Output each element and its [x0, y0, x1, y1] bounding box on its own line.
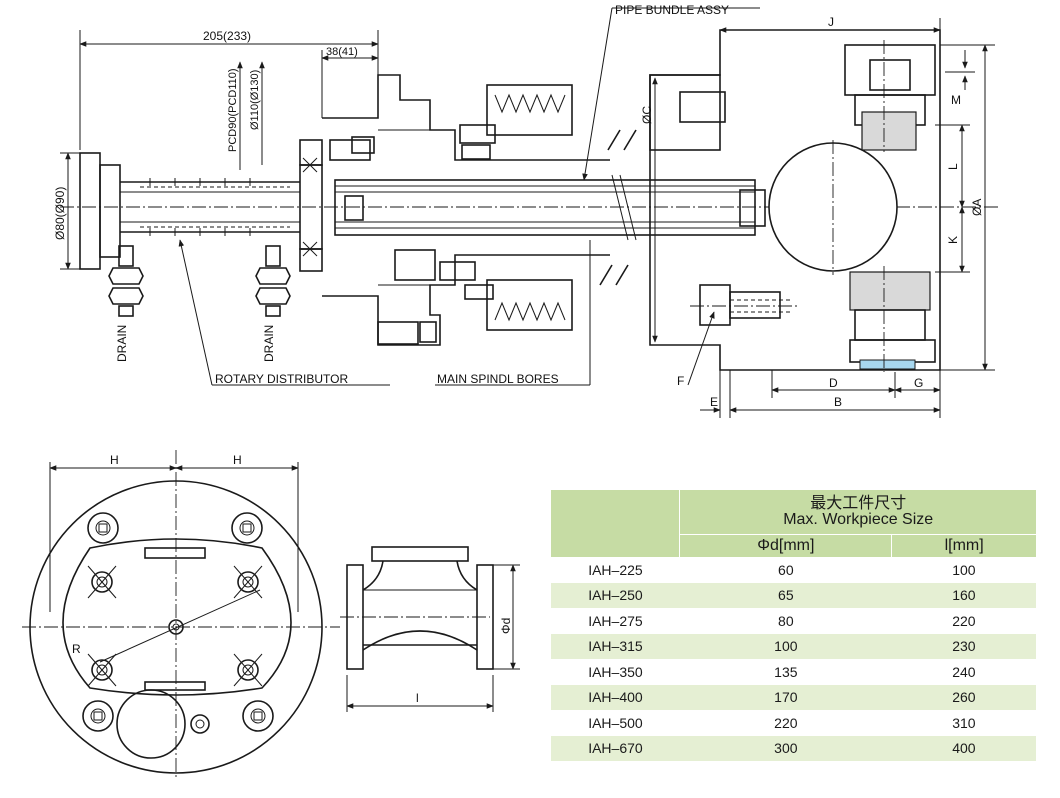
- leader-lines: [178, 7, 760, 386]
- pcd-label: PCD90(PCD110): [227, 68, 239, 152]
- drain-fitting-right: DRAIN: [255, 245, 291, 362]
- l-cell: 400: [891, 735, 1036, 761]
- l-cell: 160: [891, 582, 1036, 608]
- model-cell: IAH–315: [551, 633, 680, 659]
- l-cell: 230: [891, 633, 1036, 659]
- dim-38-label: 38(41): [326, 46, 358, 58]
- model-cell: IAH–500: [588, 714, 643, 731]
- model-cell: IAH–400: [551, 684, 680, 710]
- l-cell: 260: [891, 684, 1036, 710]
- header-cn: 最大工件尺寸: [810, 495, 907, 512]
- l-cell: 100: [952, 561, 976, 578]
- side-section-view: DRAIN DRAIN: [53, 3, 1000, 418]
- oc-label: ØC: [640, 106, 654, 124]
- e-label: E: [710, 395, 718, 409]
- m-label: M: [951, 93, 961, 107]
- bolt-bottom-left: [82, 700, 114, 732]
- bolt-top-left: [87, 512, 119, 544]
- front-face-view: H H R: [22, 450, 340, 778]
- j-label: J: [828, 15, 834, 29]
- jaw-bolt-lower-right: [233, 653, 263, 687]
- front-chuck-body: [649, 29, 941, 371]
- pipe-bundle-label: PIPE BUNDLE ASSY: [615, 3, 729, 17]
- phi-d-label: Φd: [499, 618, 513, 634]
- h-label-left: H: [110, 453, 119, 467]
- table-row: IAH–225 60 100: [551, 557, 1036, 583]
- oa-label: ØA: [970, 199, 984, 216]
- dimension-lines-top: [60, 18, 995, 418]
- table-corner: [551, 490, 680, 557]
- col-d-header: Φd[mm]: [679, 534, 892, 557]
- d110-label: Ø110(Ø130): [249, 70, 261, 130]
- upper-jaw-assembly: [844, 40, 936, 152]
- d-cell: 60: [778, 561, 794, 578]
- bottom-port-circle: [116, 689, 186, 759]
- h-label-right: H: [233, 453, 242, 467]
- d-cell: 135: [774, 663, 798, 680]
- table-row: IAH–350 135 240: [551, 659, 1036, 685]
- model-cell: IAH–670: [551, 735, 680, 761]
- g-label: G: [914, 376, 923, 390]
- d-cell: 220: [774, 714, 798, 731]
- d80-label: Ø80(Ø90): [53, 187, 67, 240]
- bolt-top-right: [231, 512, 263, 544]
- f-label: F: [677, 374, 684, 388]
- table-header-main: 最大工件尺寸 Max. Workpiece Size: [679, 490, 1036, 535]
- drain-label-left: DRAIN: [115, 325, 129, 362]
- table-row: IAH–500 220 310: [551, 710, 1036, 736]
- dim-205-label: 205(233): [203, 29, 251, 43]
- model-cell: IAH–225: [588, 561, 643, 578]
- header-en: Max. Workpiece Size: [783, 511, 934, 528]
- drain-fitting-left: DRAIN: [108, 245, 144, 362]
- d-cell: 100: [679, 633, 892, 659]
- table-row: IAH–275 80 220: [551, 608, 1036, 634]
- l-cell: 240: [952, 663, 976, 680]
- max-workpiece-size-table: 最大工件尺寸 Max. Workpiece Size Φd[mm] l[mm] …: [551, 490, 1036, 761]
- jaw-bolt-upper-left: [87, 565, 117, 599]
- l-cell: 310: [952, 714, 976, 731]
- d-label: D: [829, 376, 838, 390]
- b-label: B: [834, 395, 842, 409]
- l-small-label: l: [416, 691, 419, 705]
- k-label: K: [946, 236, 960, 244]
- workpiece-tee-view: Φd l: [340, 546, 520, 712]
- d-cell: 300: [679, 735, 892, 761]
- drain-label-right: DRAIN: [262, 325, 276, 362]
- jaw-bolt-upper-right: [233, 565, 263, 599]
- l-label: L: [946, 163, 960, 170]
- lower-jaw-assembly: [849, 266, 936, 372]
- jaw-bolt-lower-left: [87, 653, 117, 687]
- rotary-distributor-body: [79, 139, 323, 272]
- d-cell: 170: [679, 684, 892, 710]
- rotary-distributor-label: ROTARY DISTRIBUTOR: [215, 372, 348, 386]
- cylinder-bottom: [439, 261, 573, 331]
- d-cell: 80: [778, 612, 794, 629]
- r-label: R: [72, 642, 81, 656]
- bolt-bottom-right: [242, 700, 274, 732]
- model-cell: IAH–250: [551, 582, 680, 608]
- cylinder-top: [459, 84, 573, 160]
- headstock-housing: [322, 74, 610, 346]
- pipe-bundle: [334, 129, 766, 286]
- d-cell: 65: [679, 582, 892, 608]
- model-cell: IAH–350: [588, 663, 643, 680]
- main-spindle-bores-label: MAIN SPINDL BORES: [437, 372, 559, 386]
- col-l-header: l[mm]: [891, 534, 1036, 557]
- model-cell: IAH–275: [588, 612, 643, 629]
- l-cell: 220: [952, 612, 976, 629]
